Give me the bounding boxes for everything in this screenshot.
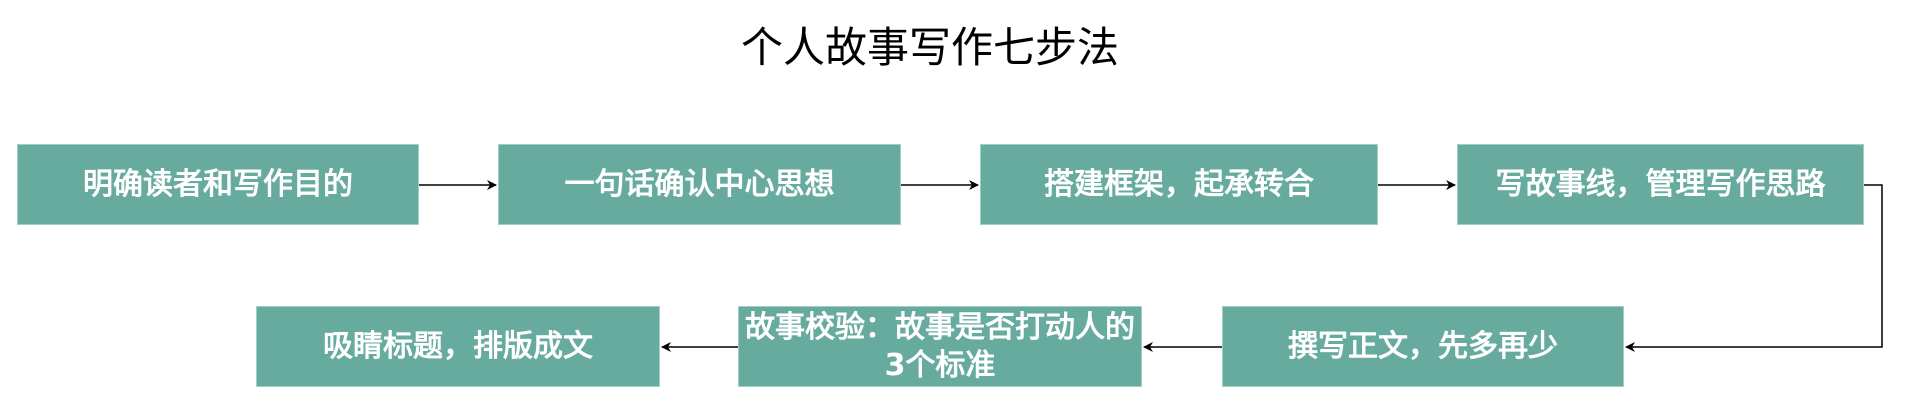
step-1-label: 明确读者和写作目的	[83, 166, 353, 202]
step-6-label: 故事校验：故事是否打动人的3个标准	[745, 309, 1135, 383]
step-7-label: 吸睛标题，排版成文	[323, 328, 593, 364]
arrow-4-5	[1625, 184, 1883, 352]
step-4-label: 写故事线，管理写作思路	[1495, 166, 1826, 202]
step-5-label: 撰写正文，先多再少	[1288, 328, 1558, 364]
step-7-box[interactable]: 吸睛标题，排版成文	[256, 306, 660, 387]
step-2-box[interactable]: 一句话确认中心思想	[498, 144, 901, 225]
diagram-title: 个人故事写作七步法	[740, 23, 1119, 72]
step-1-box[interactable]: 明确读者和写作目的	[17, 144, 419, 225]
step-5-box[interactable]: 撰写正文，先多再少	[1222, 306, 1624, 387]
step-4-box[interactable]: 写故事线，管理写作思路	[1457, 144, 1864, 225]
step-3-label: 搭建框架，起承转合	[1044, 166, 1314, 202]
step-3-box[interactable]: 搭建框架，起承转合	[980, 144, 1378, 225]
step-6-box[interactable]: 故事校验：故事是否打动人的3个标准	[738, 306, 1142, 387]
step-2-label: 一句话确认中心思想	[564, 166, 835, 202]
